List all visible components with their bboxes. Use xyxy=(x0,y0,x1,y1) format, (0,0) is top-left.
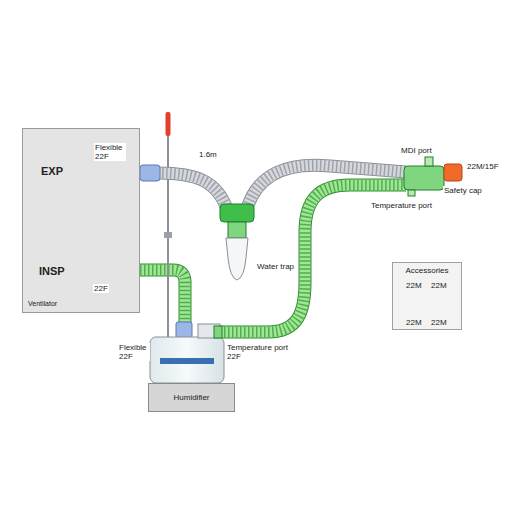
exp-connector xyxy=(140,165,160,181)
part-label: Water trap xyxy=(256,262,295,271)
device-name: Humidifier xyxy=(173,393,209,403)
water-trap xyxy=(220,204,254,280)
humidifier-chamber xyxy=(150,322,224,383)
water-trap xyxy=(228,222,246,238)
humidifier-base: Humidifier xyxy=(148,383,235,412)
patient-wye xyxy=(408,190,415,196)
port-label: INSP xyxy=(39,265,65,278)
humidifier-chamber xyxy=(150,337,224,383)
dimension: 1.6m xyxy=(198,150,218,159)
temperature-probe xyxy=(164,112,172,342)
device-name: Ventilator xyxy=(28,299,57,308)
connector-size: 22M xyxy=(405,281,423,290)
patient-wye xyxy=(425,157,433,166)
accessories-box: Accessories xyxy=(392,262,462,330)
humidifier-chamber xyxy=(214,326,222,338)
connector-size: 22F xyxy=(93,284,109,293)
water-trap xyxy=(226,238,248,280)
port-label: EXP xyxy=(41,165,63,178)
part-label: Flexible 22F xyxy=(94,143,126,161)
water-trap xyxy=(220,204,254,222)
temperature-probe xyxy=(164,232,172,238)
part-label: Temperature port xyxy=(370,201,433,210)
box-title: Accessories xyxy=(405,266,448,276)
humidifier-chamber xyxy=(160,358,214,364)
humidifier-chamber xyxy=(176,322,192,338)
part-label: MDI port xyxy=(400,146,433,155)
part-label: Safety cap xyxy=(443,186,483,195)
exp-connector xyxy=(140,165,160,181)
part-label: Flexible 22F xyxy=(118,343,150,361)
connector-size: 22M/15F xyxy=(466,162,500,171)
connector-size: 22M xyxy=(405,318,423,327)
expiratory-tube xyxy=(158,173,228,212)
patient-wye xyxy=(404,166,444,190)
part-label: Temperature port 22F xyxy=(226,343,294,361)
expiratory-tube xyxy=(158,173,228,212)
connector-size: 22M xyxy=(430,318,448,327)
expiratory-tube xyxy=(158,173,228,212)
temperature-probe xyxy=(166,112,171,136)
patient-wye xyxy=(444,164,462,181)
connector-size: 22M xyxy=(430,281,448,290)
